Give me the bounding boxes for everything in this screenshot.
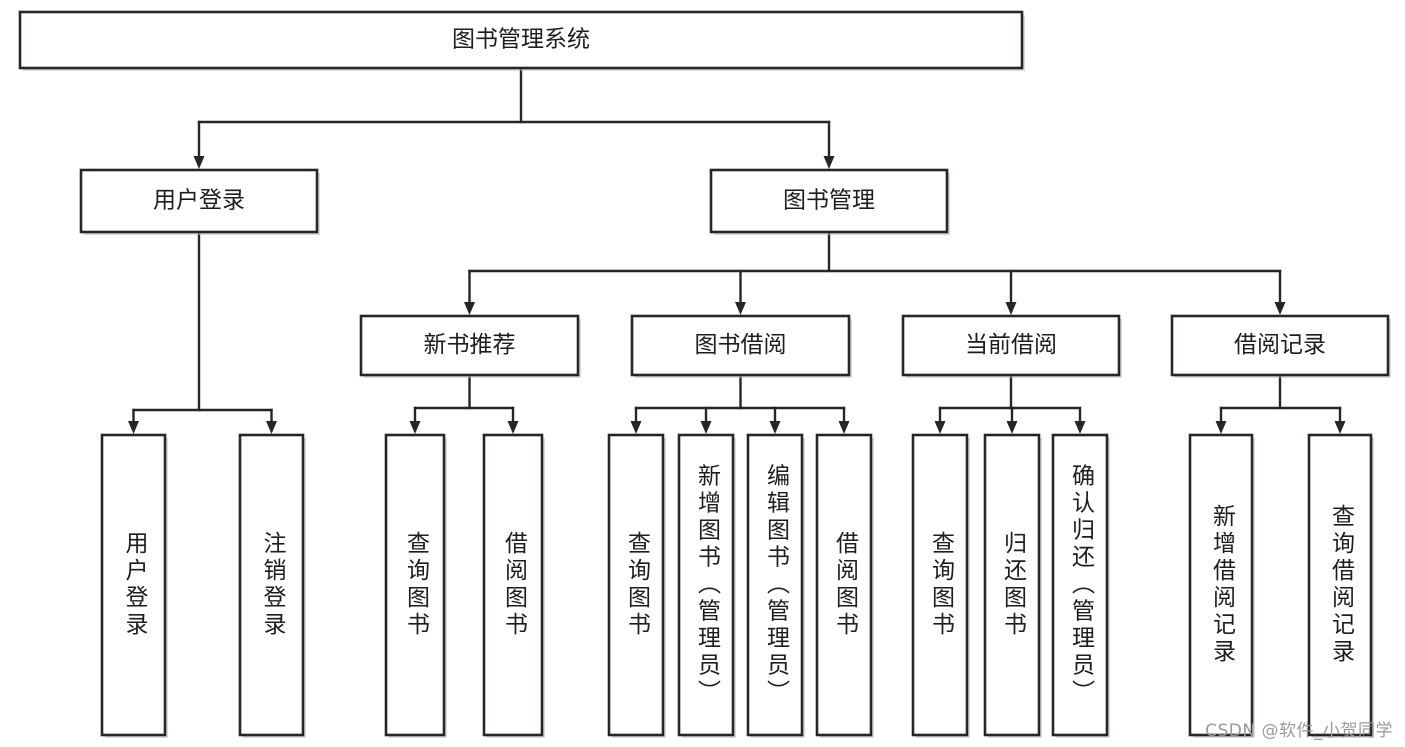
node-leaf-borrow-edit[interactable]: 编辑图书（管理员） (746, 433, 805, 738)
edges-layer (128, 66, 1346, 434)
node-label: 借阅图书 (501, 531, 529, 639)
node-leaf-borrow-add[interactable]: 新增图书（管理员） (677, 433, 736, 738)
node-new-book-rec[interactable]: 新书推荐 (359, 314, 581, 378)
node-label: 查询图书 (928, 531, 956, 639)
arrow-head (1215, 421, 1227, 434)
node-label: 归还图书 (1000, 531, 1028, 639)
node-box[interactable] (607, 433, 665, 737)
node-box[interactable] (815, 433, 873, 737)
node-label: 注销登录 (259, 531, 287, 639)
arrow-head (1074, 421, 1086, 434)
arrow-head (1006, 421, 1018, 434)
arrow-head (193, 156, 205, 169)
arrow-head (700, 421, 712, 434)
node-label: 新增借阅记录 (1209, 504, 1237, 666)
edge-group-current-borrow (934, 373, 1086, 434)
node-box[interactable] (359, 314, 580, 377)
edge-group-user-login (128, 230, 277, 434)
node-borrow-record[interactable]: 借阅记录 (1170, 314, 1391, 378)
node-leaf-borrow-query[interactable]: 查询图书 (607, 433, 666, 738)
node-box[interactable] (100, 433, 167, 737)
node-leaf-rec-add[interactable]: 新增借阅记录 (1188, 433, 1255, 738)
arrow-head (1005, 302, 1017, 315)
nodes-layer: 图书管理系统用户登录图书管理新书推荐图书借阅当前借阅借阅记录用户登录注销登录查询… (18, 10, 1391, 738)
node-leaf-user-login[interactable]: 用户登录 (100, 433, 168, 738)
edge-group-new-book-rec (409, 373, 519, 434)
node-label: 当前借阅 (965, 332, 1057, 358)
arrow-head (735, 302, 746, 315)
node-label: 查询图书 (624, 531, 652, 639)
node-box[interactable] (18, 10, 1024, 70)
node-box[interactable] (1051, 433, 1109, 737)
arrow-head (128, 421, 139, 434)
node-label: 新书推荐 (424, 332, 516, 358)
node-leaf-rec-search[interactable]: 查询借阅记录 (1307, 433, 1374, 738)
node-label: 借阅图书 (832, 531, 860, 639)
node-box[interactable] (1170, 314, 1390, 377)
node-box[interactable] (238, 433, 305, 737)
node-box[interactable] (482, 433, 544, 737)
node-leaf-user-logout[interactable]: 注销登录 (238, 433, 306, 738)
node-leaf-cur-confirm[interactable]: 确认归还（管理员） (1051, 433, 1110, 738)
node-label: 图书管理系统 (452, 27, 590, 53)
node-box[interactable] (911, 433, 969, 737)
node-leaf-cur-query[interactable]: 查询图书 (911, 433, 970, 738)
node-user-login[interactable]: 用户登录 (79, 168, 320, 235)
node-book-manage[interactable]: 图书管理 (709, 168, 950, 235)
node-label: 用户登录 (153, 188, 245, 214)
edge-group-root (193, 66, 835, 169)
node-box[interactable] (1307, 433, 1373, 737)
node-box[interactable] (79, 168, 319, 234)
edge-group-book-manage (464, 230, 1286, 315)
node-box[interactable] (709, 168, 949, 234)
node-label: 新增图书（管理员） (694, 464, 722, 707)
node-box[interactable] (384, 433, 446, 737)
arrow-head (769, 421, 781, 434)
node-label: 图书管理 (783, 188, 875, 214)
arrow-head (1334, 421, 1346, 434)
node-box[interactable] (630, 314, 851, 377)
node-box[interactable] (677, 433, 735, 737)
node-book-borrow[interactable]: 图书借阅 (630, 314, 852, 378)
node-box[interactable] (1188, 433, 1254, 737)
edge-group-book-borrow (630, 373, 850, 434)
node-leaf-borrow-lend[interactable]: 借阅图书 (815, 433, 874, 738)
arrow-head (934, 421, 946, 434)
node-label: 查询图书 (403, 531, 431, 639)
node-root[interactable]: 图书管理系统 (18, 10, 1025, 71)
node-label: 确认归还（管理员） (1068, 464, 1096, 707)
arrow-head (266, 421, 277, 434)
node-label: 图书借阅 (695, 332, 787, 358)
edge-group-borrow-record (1215, 373, 1346, 434)
arrow-head (838, 421, 850, 434)
arrow-head (409, 421, 421, 434)
node-label: 查询借阅记录 (1328, 504, 1356, 666)
node-current-borrow[interactable]: 当前借阅 (901, 314, 1122, 378)
node-box[interactable] (901, 314, 1121, 377)
node-label: 用户登录 (121, 531, 149, 639)
node-label: 编辑图书（管理员） (763, 464, 791, 707)
node-leaf-rec-query[interactable]: 查询图书 (384, 433, 447, 738)
node-box[interactable] (746, 433, 804, 737)
node-leaf-cur-return[interactable]: 归还图书 (983, 433, 1042, 738)
arrow-head (507, 421, 519, 434)
node-label: 借阅记录 (1234, 332, 1326, 358)
arrow-head (630, 421, 642, 434)
arrow-head (464, 302, 475, 315)
node-leaf-rec-borrow[interactable]: 借阅图书 (482, 433, 545, 738)
node-box[interactable] (983, 433, 1041, 737)
arrow-head (823, 156, 835, 169)
arrow-head (1274, 302, 1286, 315)
